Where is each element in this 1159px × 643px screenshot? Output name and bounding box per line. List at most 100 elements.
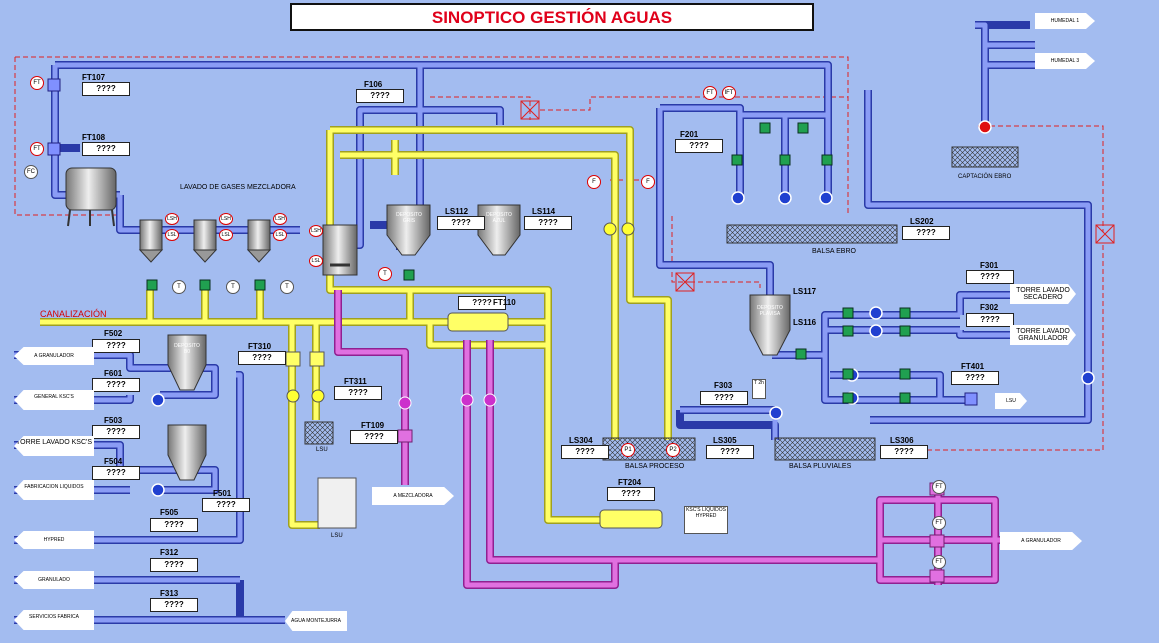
t-bubble-4[interactable]: T (378, 267, 392, 281)
value-ft108[interactable]: ???? (82, 142, 130, 156)
lsl-3[interactable]: LSL (273, 229, 287, 241)
tag-f106: F106 (364, 80, 383, 89)
value-f313[interactable]: ???? (150, 598, 198, 612)
dest-general-ksc[interactable]: GENERAL KSC'S (14, 390, 94, 410)
timer-2h[interactable]: T 2h (752, 379, 766, 399)
dest-fabricacion-liquidos[interactable]: FABRICACION LIQUIDOS (14, 480, 94, 500)
magenta-pipes-inner (335, 290, 1000, 588)
deposito-b0-label: DEPOSITO B0 (174, 343, 200, 355)
value-ft204[interactable]: ???? (607, 487, 655, 501)
value-f201[interactable]: ???? (675, 139, 723, 153)
gas-scrubbers (138, 219, 272, 263)
tag-ft108: FT108 (82, 133, 106, 142)
ft-bubble-m1[interactable]: FT (932, 480, 946, 494)
dest-torre-ksc[interactable]: TORRE LAVADO KSC'S (14, 436, 94, 456)
pump-p1[interactable]: P1 (621, 443, 635, 457)
dest-granulado[interactable]: GRANULADO (14, 571, 94, 589)
value-f503[interactable]: ???? (92, 425, 140, 439)
tag-f505: F505 (160, 508, 179, 517)
value-ls305[interactable]: ???? (706, 445, 754, 459)
lavado-label: LAVADO DE GASES MEZCLADORA (180, 184, 296, 191)
pump-p2[interactable]: P2 (666, 443, 680, 457)
value-ls304[interactable]: ???? (561, 445, 609, 459)
dest-servicios-fabrica[interactable]: SERVICIOS FABRICA (14, 610, 94, 630)
value-ls306[interactable]: ???? (880, 445, 928, 459)
value-ls114[interactable]: ???? (524, 216, 572, 230)
dest-torre-granulador[interactable]: TORRE LAVADO GRANULADOR (1010, 325, 1076, 345)
dest-hypred[interactable]: HYPRED (14, 531, 94, 549)
value-f301[interactable]: ???? (966, 270, 1014, 284)
tag-f312: F312 (160, 548, 179, 557)
lsu-tanks (304, 421, 357, 529)
src-agua-montejurra[interactable]: AGUA MONTEJURRA (285, 611, 347, 631)
tag-f501: F501 (213, 489, 232, 498)
value-f505[interactable]: ???? (150, 518, 198, 532)
tag-ls117: LS117 (793, 287, 817, 296)
lsh-1[interactable]: LSH (165, 213, 179, 225)
t-bubble-3[interactable]: T (280, 280, 294, 294)
tag-f601: F601 (104, 369, 123, 378)
value-f302[interactable]: ???? (966, 313, 1014, 327)
value-ls112[interactable]: ???? (437, 216, 485, 230)
value-ft109[interactable]: ???? (350, 430, 398, 444)
tag-ft109: FT109 (361, 421, 385, 430)
dest-a-granulador-right[interactable]: A GRANULADOR (1000, 532, 1082, 550)
dest-lsu[interactable]: LSU (995, 393, 1027, 409)
tag-ls116: LS116 (793, 318, 817, 327)
value-f303[interactable]: ???? (700, 391, 748, 405)
value-ft110[interactable]: ???? (458, 296, 506, 310)
tag-f302: F302 (980, 303, 999, 312)
tag-f502: F502 (104, 329, 123, 338)
balsa-proceso-label: BALSA PROCESO (625, 463, 685, 470)
value-ls202[interactable]: ???? (902, 226, 950, 240)
t-bubble-2[interactable]: T (226, 280, 240, 294)
tag-ft110: FT110 (493, 298, 516, 307)
lsu-label-2: LSU (316, 447, 328, 453)
cone-tanks (167, 204, 791, 481)
f-bubble-1[interactable]: F (587, 175, 601, 189)
value-f504[interactable]: ???? (92, 466, 140, 480)
tag-f504: F504 (104, 457, 123, 466)
signal-lines (14, 56, 1104, 451)
ft-bubble-m2[interactable]: FT (932, 516, 946, 530)
value-f106[interactable]: ???? (356, 89, 404, 103)
lsh-2[interactable]: LSH (219, 213, 233, 225)
ft-bubble-201[interactable]: FT (703, 86, 717, 100)
tag-f201: F201 (680, 130, 699, 139)
ft-bubble-m3[interactable]: FT (932, 555, 946, 569)
value-f501[interactable]: ???? (202, 498, 250, 512)
ift-bubble[interactable]: IFT (722, 86, 736, 100)
main-storage-tank (65, 167, 117, 227)
value-ft401[interactable]: ???? (951, 371, 999, 385)
lsh-3[interactable]: LSH (273, 213, 287, 225)
tag-ls202: LS202 (910, 217, 934, 226)
f-bubble-2[interactable]: F (641, 175, 655, 189)
dest-a-granulador-left[interactable]: A GRANULADOR (14, 347, 94, 365)
tag-ls112: LS112 (445, 207, 469, 216)
deposito-gris-label: DEPOSITO GRIS (396, 212, 422, 224)
dest-a-mezcladora[interactable]: A MEZCLADORA (372, 487, 454, 505)
lsh-4[interactable]: LSH (309, 225, 323, 237)
dest-humedal-1[interactable]: HUMEDAL 1 (1035, 13, 1095, 29)
value-f601[interactable]: ???? (92, 378, 140, 392)
tag-ls304: LS304 (569, 436, 593, 445)
dest-torre-secadero[interactable]: TORRE LAVADO SECADERO (1010, 284, 1076, 304)
lsl-4[interactable]: LSL (309, 255, 323, 267)
tag-f303: F303 (714, 381, 733, 390)
dest-humedal-3[interactable]: HUMEDAL 3 (1035, 53, 1095, 69)
t-bubble-1[interactable]: T (172, 280, 186, 294)
ft-bubble-107[interactable]: FT (30, 76, 44, 90)
value-ft107[interactable]: ???? (82, 82, 130, 96)
ft-bubble-108[interactable]: FT (30, 142, 44, 156)
lsl-1[interactable]: LSL (165, 229, 179, 241)
ksc-liquidos-box[interactable]: KSC'S LIQUIDOS HYPRED (684, 506, 728, 534)
tag-ft401: FT401 (961, 362, 985, 371)
value-ft310[interactable]: ???? (238, 351, 286, 365)
lsl-2[interactable]: LSL (219, 229, 233, 241)
fc-bubble[interactable]: FC (24, 165, 38, 179)
value-f502[interactable]: ???? (92, 339, 140, 353)
tag-ls114: LS114 (532, 207, 556, 216)
value-ft311[interactable]: ???? (334, 386, 382, 400)
value-f312[interactable]: ???? (150, 558, 198, 572)
